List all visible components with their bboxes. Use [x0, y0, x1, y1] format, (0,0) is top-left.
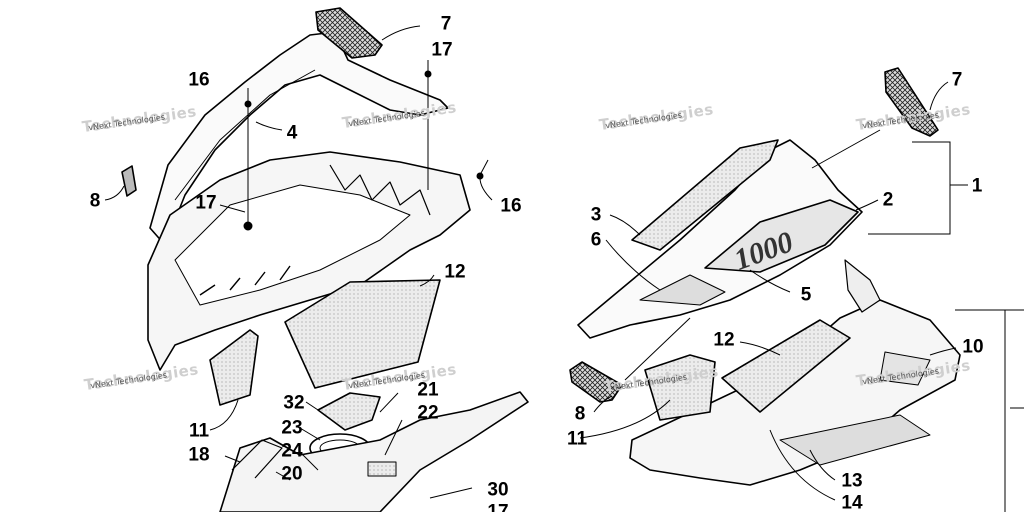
callout-4: 4: [286, 122, 298, 144]
right-assembly: 1000: [569, 67, 961, 486]
callout-2: 2: [882, 189, 894, 211]
callout-13: 13: [841, 470, 863, 492]
pad-11-left: [209, 329, 259, 406]
callout-24: 24: [281, 440, 303, 462]
pad-32: [317, 392, 381, 431]
vent-8-left: [121, 165, 137, 197]
callout-11-right: 11: [566, 428, 588, 450]
left-assembly: [121, 7, 529, 512]
callout-21: 21: [417, 379, 439, 401]
pad-11-right: [644, 354, 716, 421]
callout-16-left: 16: [188, 69, 210, 91]
callout-7-right: 7: [951, 69, 963, 91]
callout-17-mid: 17: [195, 192, 217, 214]
callout-17-top: 17: [431, 39, 453, 61]
callout-22: 22: [417, 402, 439, 424]
callout-14: 14: [841, 492, 863, 512]
callout-23: 23: [281, 417, 303, 439]
callout-10: 10: [962, 336, 984, 358]
callout-20: 20: [281, 463, 303, 485]
callout-12-right: 12: [713, 329, 735, 351]
lower-console: [219, 391, 529, 512]
callout-30: 30: [487, 479, 509, 501]
callout-1: 1: [971, 175, 983, 197]
vent-8-right: [569, 361, 623, 403]
pad-3: [631, 139, 779, 251]
hood-rail-part-4: [149, 31, 449, 246]
vent-grille-7-right: [884, 67, 939, 137]
callout-11-left: 11: [188, 420, 210, 442]
vent-grille-7-left: [315, 7, 383, 59]
callout-5: 5: [800, 284, 812, 306]
decal-2: [704, 199, 859, 273]
pad-12-right: [721, 319, 851, 413]
callout-8-right: 8: [574, 403, 586, 425]
leader-lines-left: [104, 25, 493, 499]
callout-16-right: 16: [500, 195, 522, 217]
leader-lines-right: [579, 81, 1024, 512]
callout-7-left: 7: [440, 13, 452, 35]
callout-3: 3: [590, 204, 602, 226]
callout-12-left: 12: [444, 261, 466, 283]
pad-12-left: [284, 279, 441, 389]
side-panel-upper: [577, 139, 863, 339]
callout-32: 32: [283, 392, 305, 414]
callout-6: 6: [590, 229, 602, 251]
callout-17-bottom: 17: [487, 501, 509, 512]
callout-8-left: 8: [89, 190, 101, 212]
callout-18: 18: [188, 444, 210, 466]
